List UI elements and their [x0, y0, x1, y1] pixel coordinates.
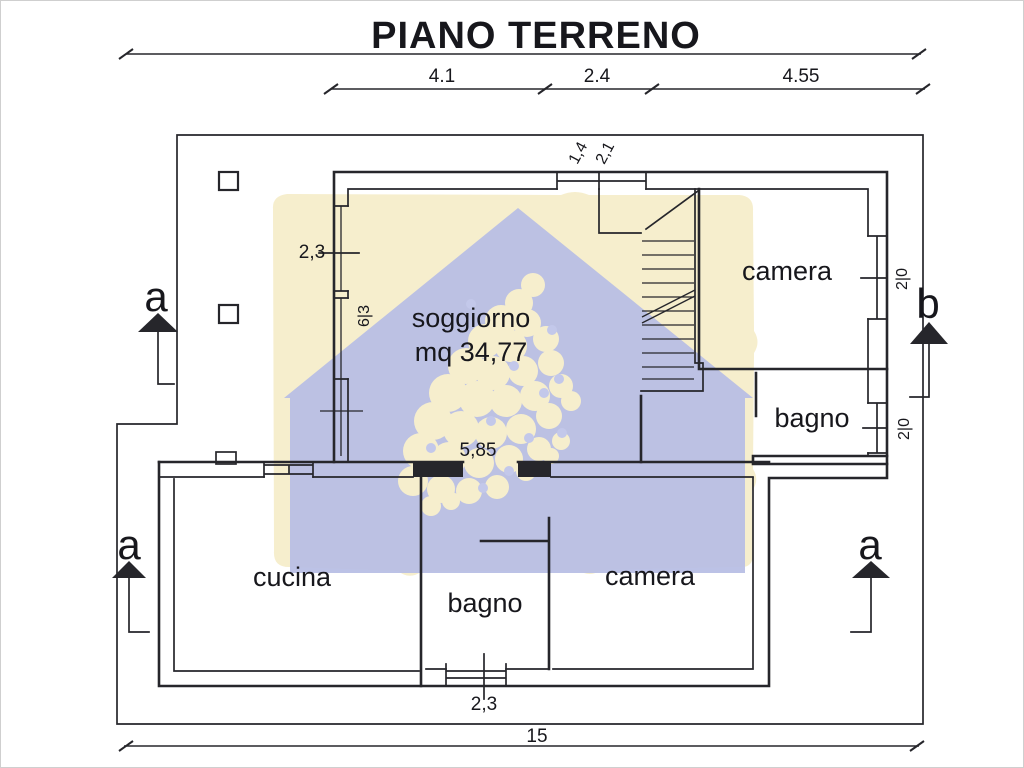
window-label-left-upper: 2,3 — [299, 242, 325, 263]
window-label-left-lower: 6|3 — [356, 305, 373, 327]
section-letter: a — [117, 521, 141, 568]
dim-overall: 15 — [526, 726, 547, 747]
window-bottom — [445, 653, 507, 700]
section-arrow-icon — [910, 322, 948, 344]
section-marker-a-bottom-right: a — [850, 521, 890, 633]
room-label-bagno-bottom: bagno — [447, 588, 522, 618]
window-label-bagno-right: 2|0 — [896, 418, 913, 440]
room-label-bagno-right: bagno — [774, 403, 849, 433]
terrace-boundary — [116, 134, 924, 725]
window-label-bottom: 2,3 — [471, 694, 497, 715]
section-arrow-icon — [138, 313, 178, 332]
window-cucina — [263, 461, 314, 478]
window-top — [556, 171, 647, 190]
chimney — [215, 451, 237, 465]
watermark-dots — [426, 299, 567, 493]
room-label-soggiorno: soggiorno — [412, 303, 531, 333]
page-title: PIANO TERRENO — [371, 15, 701, 57]
room-labels: soggiorno mq 34,77 camera bagno cucina b… — [253, 256, 850, 618]
watermark-tree — [398, 273, 581, 516]
room-label-soggiorno-area: mq 34,77 — [415, 337, 528, 367]
section-arrow-icon — [852, 561, 890, 578]
window-label-top-a: 1,4 — [566, 139, 591, 167]
stairs — [598, 188, 704, 392]
pillar — [217, 303, 240, 325]
section-letter: a — [858, 521, 882, 568]
section-letter: b — [916, 280, 939, 327]
watermark — [272, 192, 758, 576]
dim-top-3: 4.55 — [783, 66, 820, 87]
window-label-top-b: 2,1 — [593, 139, 618, 167]
room-label-cucina: cucina — [253, 562, 332, 592]
windows: 2,3 6|3 1,4 2,1 2|0 2|0 2,3 — [263, 139, 913, 715]
section-markers: a b a a — [112, 273, 948, 633]
section-letter: a — [144, 273, 168, 320]
section-marker-b-right: b — [909, 280, 948, 398]
dimension-lines: 4.1 2.4 4.55 15 5,85 — [118, 48, 931, 752]
walls — [157, 170, 889, 688]
section-marker-a-top-left: a — [138, 273, 178, 385]
section-arrow-icon — [112, 561, 146, 578]
section-marker-a-bottom-left: a — [112, 521, 150, 633]
room-label-camera-top: camera — [742, 256, 833, 286]
room-label-camera-bottom: camera — [605, 561, 696, 591]
dim-top-1: 4.1 — [429, 66, 455, 87]
pillar — [217, 170, 240, 192]
dim-interior-width: 5,85 — [460, 440, 497, 461]
dim-top-2: 2.4 — [584, 66, 611, 87]
window-label-camera-right: 2|0 — [894, 268, 911, 290]
